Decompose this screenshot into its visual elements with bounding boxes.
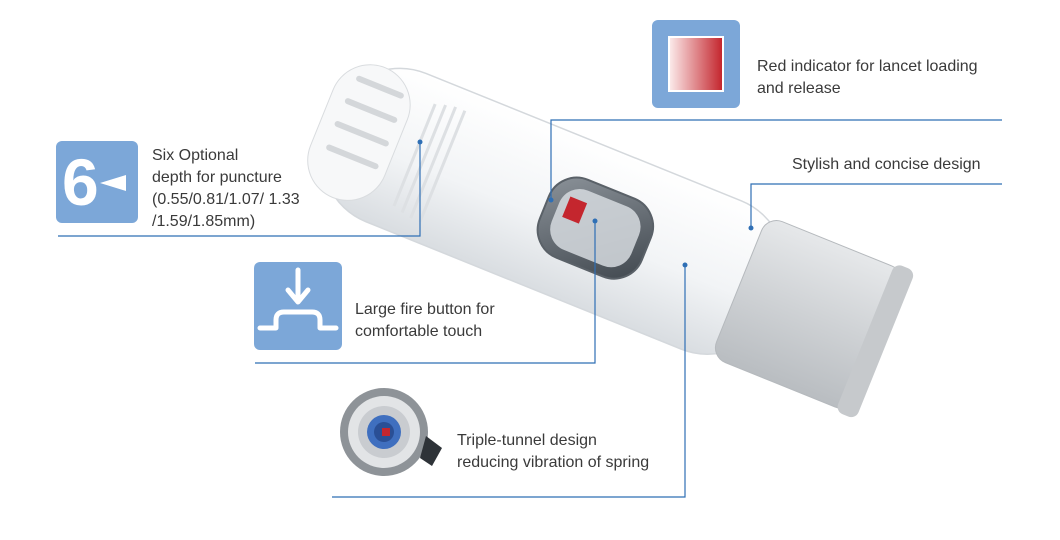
triple-tunnel-line-1: Triple-tunnel design	[457, 432, 597, 449]
depth-line-3: (0.55/0.81/1.07/ 1.33	[152, 191, 300, 208]
depth-number: 6	[62, 145, 99, 219]
press-arrow-svg	[257, 267, 339, 331]
fire-button-line-1: Large fire button for	[355, 301, 495, 318]
depth-line-4: /1.59/1.85mm)	[152, 213, 256, 230]
red-indicator-square-icon	[652, 20, 740, 108]
red-indicator-line-2: and release	[757, 80, 841, 97]
depth-dial-icon: 6	[56, 141, 138, 223]
spring-mechanism-icon	[336, 384, 444, 480]
red-indicator-line-1: Red indicator for lancet loading	[757, 58, 978, 75]
fire-button-line-2: comfortable touch	[355, 323, 483, 340]
triple-tunnel-line-2: reducing vibration of spring	[457, 454, 650, 471]
depth-label: Six Optional depth for puncture (0.55/0.…	[152, 145, 300, 233]
spring-mechanism-svg	[340, 388, 442, 476]
red-indicator-label: Red indicator for lancet loading and rel…	[757, 56, 978, 100]
triple-tunnel-label: Triple-tunnel design reducing vibration …	[457, 430, 649, 474]
depth-line-2: depth for puncture	[152, 169, 282, 186]
red-gradient-swatch	[670, 38, 722, 90]
press-button-arrow-icon	[254, 262, 342, 350]
depth-line-1: Six Optional	[152, 147, 239, 164]
depth-pointer-icon	[100, 175, 126, 191]
fire-button-label: Large fire button for comfortable touch	[355, 299, 495, 343]
stylish-design-label: Stylish and concise design	[792, 156, 981, 173]
